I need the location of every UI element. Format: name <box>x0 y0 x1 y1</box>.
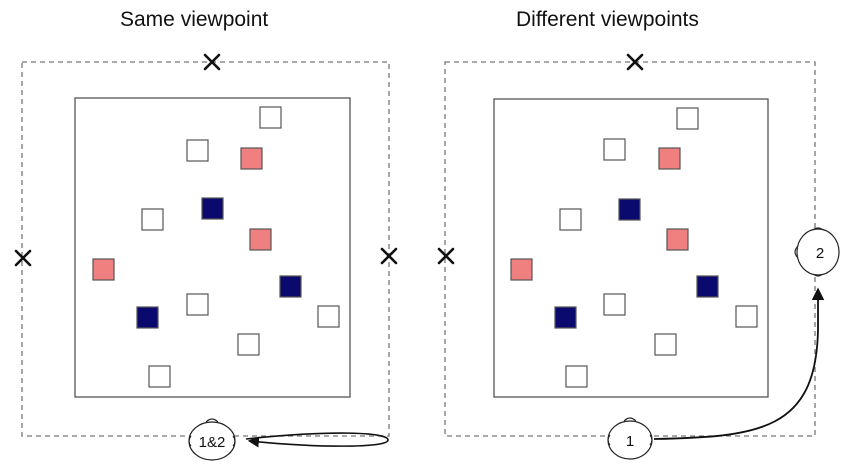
panel-title-same-viewpoint: Same viewpoint <box>120 8 269 31</box>
dashed-boundary <box>21 61 390 437</box>
white-square <box>148 365 171 388</box>
navy-square <box>201 197 224 220</box>
viewer-label: 1 <box>626 433 634 450</box>
head-icon <box>794 227 840 277</box>
white-square <box>559 208 582 231</box>
x-marker-icon <box>626 53 644 71</box>
navy-square <box>618 198 641 221</box>
x-marker-icon <box>380 247 398 265</box>
navy-square <box>279 275 302 298</box>
viewer-label: 2 <box>816 245 824 262</box>
white-square <box>186 139 209 162</box>
white-square <box>603 138 626 161</box>
white-square <box>259 106 282 129</box>
head-icon <box>188 418 236 461</box>
white-square <box>237 333 260 356</box>
pink-square <box>658 147 681 170</box>
arrow-path-icon <box>245 432 389 448</box>
panel-same-viewpoint: 1&2 <box>14 53 398 461</box>
pink-square <box>240 147 263 170</box>
pink-square <box>92 258 115 281</box>
room-outline <box>74 97 351 398</box>
white-square <box>603 293 626 316</box>
navy-square <box>136 306 159 329</box>
white-square <box>676 107 699 130</box>
pink-square <box>666 228 689 251</box>
arrow-path-icon <box>653 287 825 440</box>
x-marker-icon <box>14 249 32 267</box>
panel-title-different-viewpoints: Different viewpoints <box>516 8 699 31</box>
white-square <box>317 305 340 328</box>
white-square <box>735 305 758 328</box>
white-square <box>654 333 677 356</box>
white-square <box>141 208 164 231</box>
room-outline <box>493 98 769 398</box>
x-marker-icon <box>203 53 221 71</box>
navy-square <box>696 275 719 298</box>
white-square <box>565 365 588 388</box>
x-marker-icon <box>437 247 455 265</box>
pink-square <box>249 228 272 251</box>
white-square <box>186 293 209 316</box>
viewer-label: 1&2 <box>199 434 226 451</box>
panel-different-viewpoints: 1 2 <box>437 53 840 460</box>
navy-square <box>554 306 577 329</box>
head-icon <box>607 417 653 460</box>
pink-square <box>510 258 533 281</box>
